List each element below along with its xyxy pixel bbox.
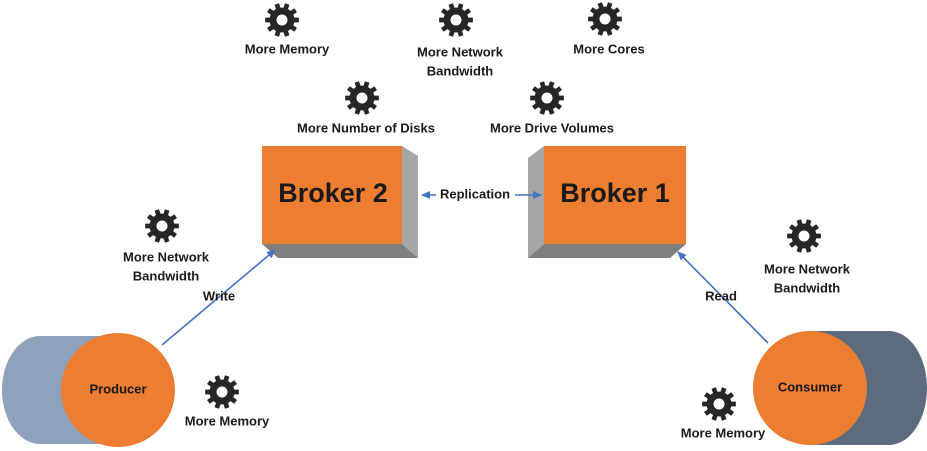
gear-icon	[265, 3, 299, 37]
resource-label-line-2: Bandwidth	[427, 63, 493, 78]
resource-label: More Drive Volumes	[490, 120, 614, 135]
consumer-label: Consumer	[778, 379, 842, 394]
read-arrow	[677, 251, 769, 344]
gear-icon	[588, 2, 622, 36]
resource-label-line-1: More Network	[123, 249, 210, 264]
broker-1-face	[544, 146, 686, 244]
gear-hole	[216, 386, 228, 398]
broker-1-label: Broker 1	[560, 178, 670, 208]
resource-top-cores: More Cores	[573, 2, 645, 56]
resource-label: More Memory	[245, 41, 330, 56]
gear-hole	[450, 14, 462, 26]
resource-label-line-1: More Network	[417, 44, 504, 59]
producer-label: Producer	[89, 381, 146, 396]
consumer-face	[753, 331, 867, 445]
write-label: Write	[203, 288, 235, 303]
gear-hole	[599, 13, 611, 25]
resource-disks: More Number of Disks	[297, 81, 435, 135]
broker-2-face	[262, 146, 402, 244]
gear-hole	[713, 398, 725, 410]
resource-drive-volumes: More Drive Volumes	[490, 81, 614, 135]
gear-icon	[145, 209, 179, 243]
resource-label: More Memory	[185, 413, 270, 428]
broker-2-bottom	[262, 244, 418, 258]
resource-label-line-2: Bandwidth	[133, 268, 199, 283]
gear-hole	[798, 230, 810, 242]
gear-icon	[530, 81, 564, 115]
resource-label-line-2: Bandwidth	[774, 280, 840, 295]
producer-cylinder: Producer	[2, 333, 175, 447]
gear-hole	[156, 220, 168, 232]
broker-2-box: Broker 2	[262, 146, 418, 258]
broker-2-label: Broker 2	[278, 178, 388, 208]
producer-face	[61, 333, 175, 447]
resource-label: More Number of Disks	[297, 120, 435, 135]
broker-2-side	[402, 146, 418, 258]
write-arrow	[161, 249, 276, 346]
resource-label: More Cores	[573, 41, 645, 56]
resource-consumer-memory: More Memory	[681, 387, 766, 440]
gear-hole	[276, 14, 288, 26]
broker-1-side	[528, 146, 544, 258]
resource-consumer-network: More Network Bandwidth	[764, 219, 851, 295]
gear-hole	[356, 92, 368, 104]
resource-top-network: More Network Bandwidth	[417, 3, 504, 78]
consumer-cylinder: Consumer	[753, 331, 927, 445]
broker-1-box: Broker 1	[528, 146, 686, 258]
broker-1-bottom	[528, 244, 686, 258]
gear-icon	[439, 3, 473, 37]
gear-icon	[787, 219, 821, 253]
resource-label: More Memory	[681, 425, 766, 440]
gear-icon	[702, 387, 736, 421]
gear-icon	[205, 375, 239, 409]
read-label: Read	[705, 288, 737, 303]
replication-label: Replication	[440, 186, 510, 201]
resource-producer-memory: More Memory	[185, 375, 270, 428]
resource-producer-network: More Network Bandwidth	[123, 209, 210, 283]
resource-top-more-memory: More Memory	[245, 3, 330, 56]
gear-icon	[345, 81, 379, 115]
resource-label-line-1: More Network	[764, 261, 851, 276]
gear-hole	[541, 92, 553, 104]
